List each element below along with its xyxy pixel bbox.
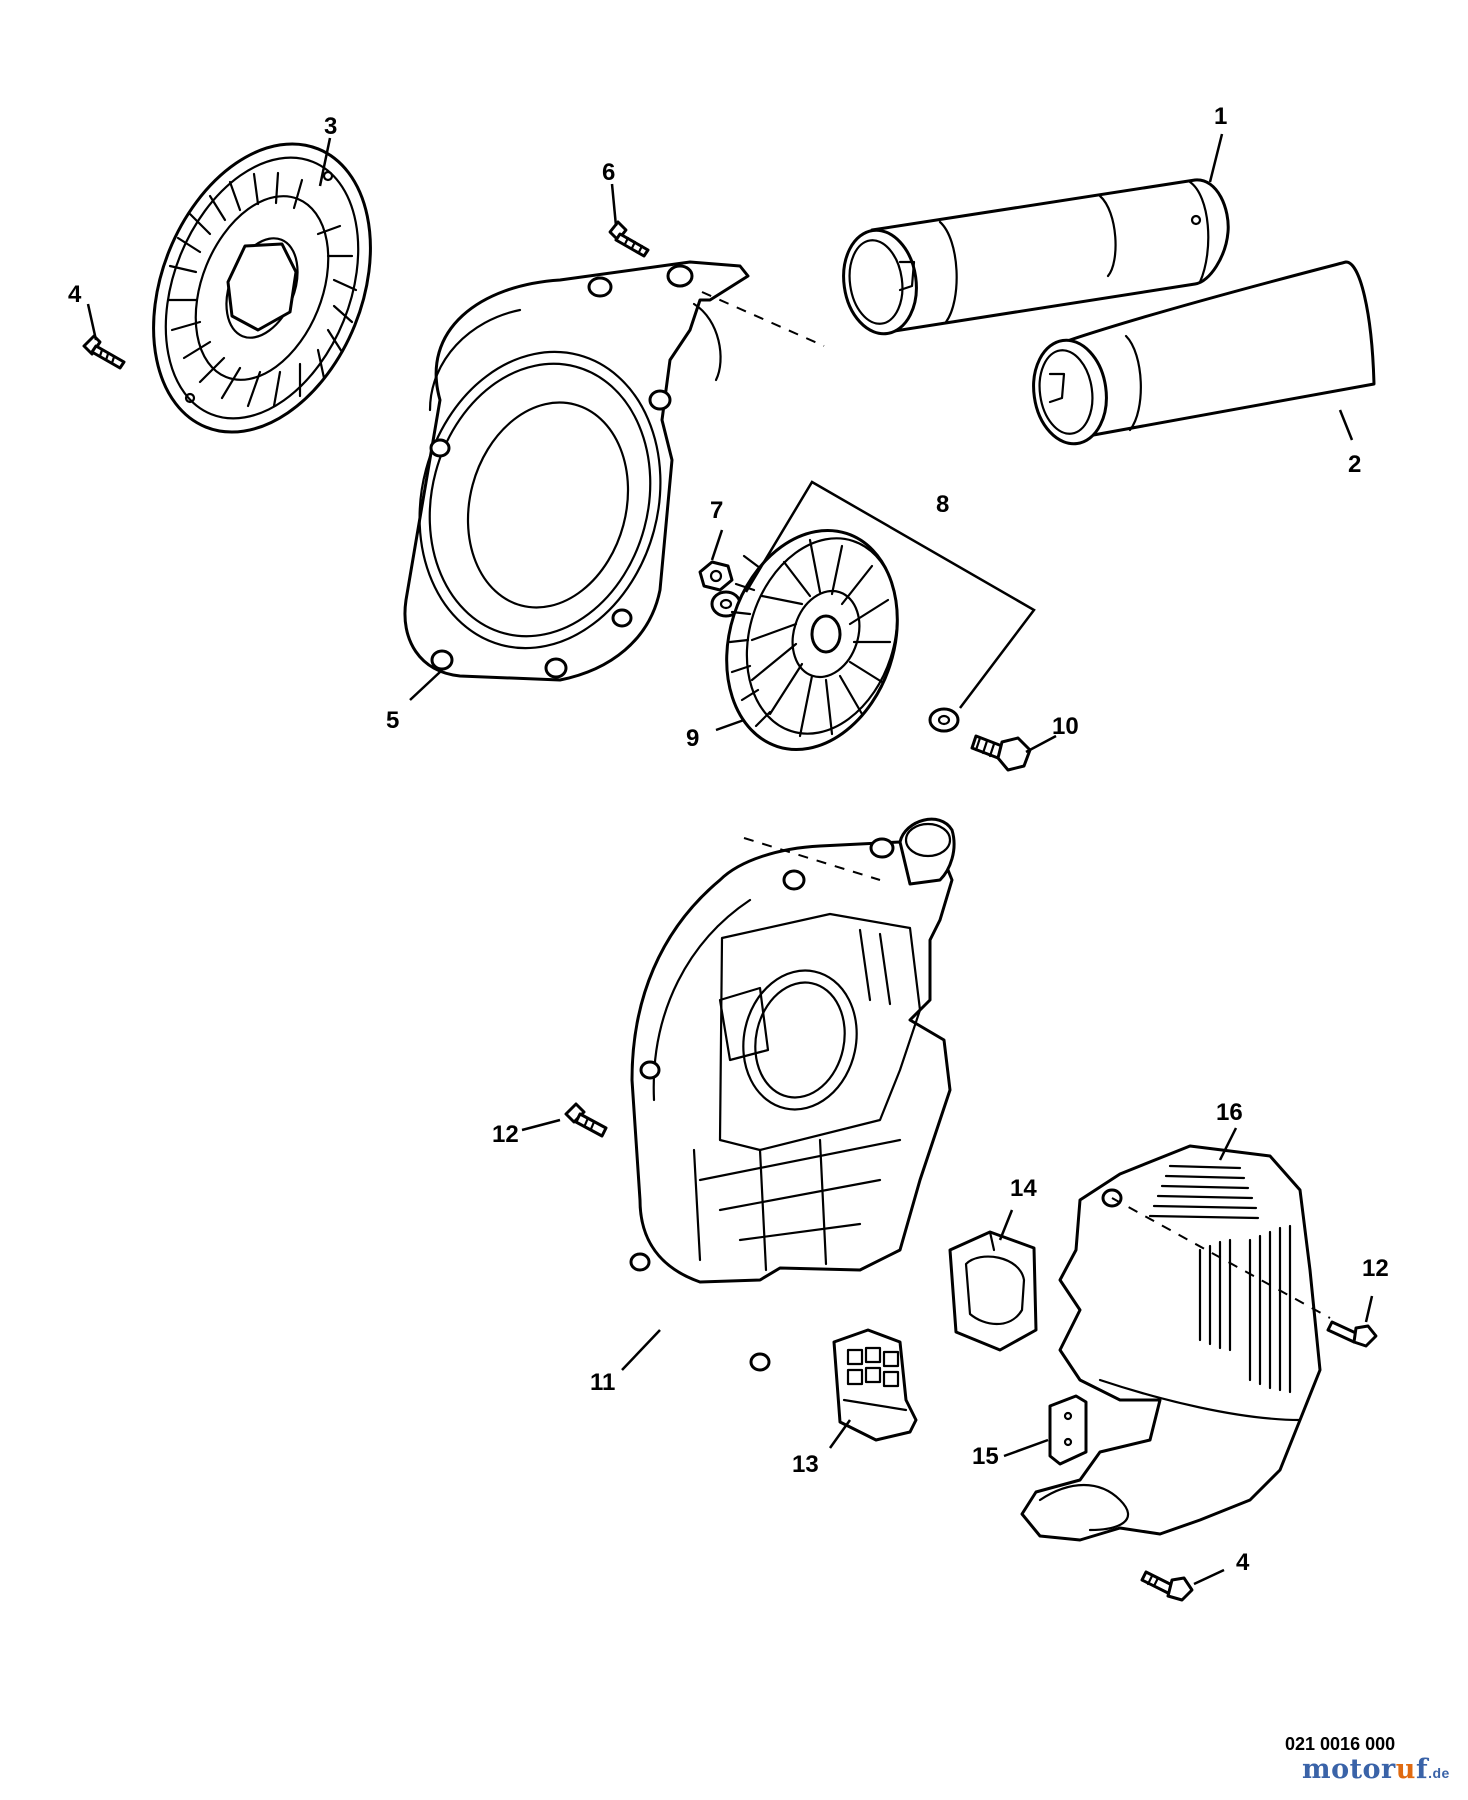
callout-labels: 1 2 3 4 5 6 7 8 9 10 11 12 12 13 14 15 1… xyxy=(68,103,1389,1576)
callout-4-bottom: 4 xyxy=(1236,1549,1250,1576)
callout-10: 10 xyxy=(1052,713,1079,740)
callout-7: 7 xyxy=(710,497,723,524)
part-6-screw xyxy=(608,220,650,258)
part-1-blower-tube xyxy=(842,178,1230,336)
callout-11: 11 xyxy=(590,1369,615,1396)
callout-13: 13 xyxy=(792,1451,819,1478)
part-7-nut xyxy=(698,560,734,592)
part-10-bolt xyxy=(970,734,1032,772)
callout-12-right: 12 xyxy=(1362,1255,1389,1282)
part-12-screw-left xyxy=(564,1102,608,1138)
callout-2: 2 xyxy=(1348,451,1361,478)
watermark-logo: motoruf.de xyxy=(1302,1754,1450,1785)
part-5-fan-housing xyxy=(403,260,750,682)
part-11-main-housing xyxy=(629,817,956,1372)
part-13-cleat xyxy=(832,1328,918,1442)
callout-4: 4 xyxy=(68,281,82,308)
callout-15: 15 xyxy=(972,1443,999,1470)
part-14-air-filter xyxy=(948,1230,1038,1352)
callout-5: 5 xyxy=(386,707,399,734)
part-8-washer-lower xyxy=(928,707,960,733)
part-9-fan xyxy=(725,529,899,751)
part-15-pad xyxy=(1048,1394,1088,1466)
callout-12-left: 12 xyxy=(492,1121,519,1148)
part-4-screw-bottom xyxy=(1140,1570,1194,1602)
callout-8: 8 xyxy=(936,491,949,518)
part-2-nozzle xyxy=(1032,260,1376,446)
callout-14: 14 xyxy=(1010,1175,1037,1202)
part-8-washer xyxy=(710,590,742,618)
part-3-fan-cover xyxy=(152,142,372,434)
drawing-number: 021 0016 000 xyxy=(1285,1734,1396,1754)
callout-6: 6 xyxy=(602,159,615,186)
alignment-lines xyxy=(701,291,1331,1319)
leader-lines xyxy=(86,133,1374,1586)
callout-9: 9 xyxy=(686,725,699,752)
part-4-screw xyxy=(82,334,126,370)
part-16-engine-cover xyxy=(1020,1144,1322,1542)
callout-1: 1 xyxy=(1214,103,1227,130)
part-12-screw-right xyxy=(1326,1320,1378,1348)
callout-16: 16 xyxy=(1216,1099,1243,1126)
callout-3: 3 xyxy=(324,113,337,140)
